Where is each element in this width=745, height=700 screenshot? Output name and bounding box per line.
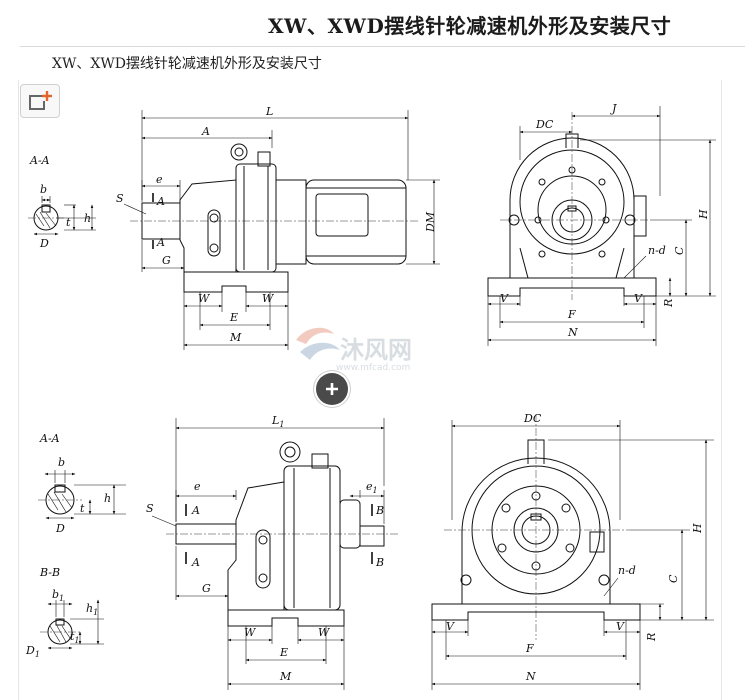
dim-H-bottom: H <box>691 523 704 534</box>
dim-e1: e1 <box>366 480 378 495</box>
dim-b: b <box>40 183 47 196</box>
bottom-side-view: A-A b t h D B-B b1 h1 t1 D1 S <box>25 414 400 690</box>
dim-DC-bottom: DC <box>523 412 542 425</box>
dim-F-bottom: F <box>525 642 534 655</box>
dim-S: S <box>116 192 124 205</box>
dim-H-top: H <box>697 209 710 220</box>
dim-M: M <box>229 331 242 344</box>
zoom-in-button[interactable] <box>316 373 348 405</box>
dim-C-bottom: C <box>667 574 680 583</box>
lifting-eye <box>230 143 248 161</box>
dim-h: h <box>84 212 91 225</box>
dim-t1: t1 <box>70 630 80 645</box>
dim-L: L <box>265 105 273 118</box>
dim-W-right: W <box>262 292 275 305</box>
reducer-main-housing <box>235 163 277 273</box>
front-housing-bottom <box>461 457 611 605</box>
motor-body <box>305 179 407 265</box>
dim-L1: L1 <box>271 414 284 429</box>
dim-nd-top: n-d <box>648 244 666 257</box>
watermark-name: 沐风网 <box>340 336 412 364</box>
dim-W-left-bottom: W <box>244 626 257 639</box>
dim-C-top: C <box>673 246 686 255</box>
dim-G: G <box>162 254 171 267</box>
page-title: XW、XWD摆线针轮减速机外形及安装尺寸 <box>268 14 672 38</box>
dim-D-a: D <box>55 522 65 535</box>
dim-DM: DM <box>424 211 437 233</box>
dim-e-bottom: e <box>194 480 201 493</box>
dim-M-bottom: M <box>279 670 292 683</box>
dim-V-right-bottom: V <box>616 620 625 633</box>
lifting-eye-bottom <box>279 441 301 463</box>
top-front-view: DC J H C n-d R V V F N <box>487 102 716 346</box>
dim-b1: b1 <box>52 588 64 603</box>
dim-t-a: t <box>80 502 85 515</box>
dim-W-right-bottom: W <box>318 626 331 639</box>
side-oil-mark <box>207 209 221 257</box>
output-shaft-bottom <box>359 525 385 547</box>
keyway <box>41 204 51 213</box>
section-mark-a-top: A <box>156 195 165 208</box>
section-label-a: A-A <box>39 432 60 445</box>
dim-V-left-bottom: V <box>446 620 455 633</box>
base-plate-bottom <box>227 609 345 627</box>
base-plate <box>183 271 289 293</box>
section-mark-b-top: B <box>375 504 384 517</box>
bottom-front-view: DC H C n-d R V V F N <box>431 412 714 690</box>
dim-D1: D1 <box>25 644 40 659</box>
dim-E: E <box>229 311 238 324</box>
dim-D: D <box>39 237 49 250</box>
watermark: 沐风网 www.mfcad.com <box>296 327 412 373</box>
dim-e: e <box>156 173 163 186</box>
front-base-bottom <box>431 603 641 621</box>
dim-F-top: F <box>567 308 576 321</box>
dim-DC-top: DC <box>535 118 554 131</box>
dim-J: J <box>610 102 617 115</box>
front-housing <box>509 137 635 279</box>
page-header: XW、XWD摆线针轮减速机外形及安装尺寸 <box>0 0 745 48</box>
zoom-plus-icon <box>326 383 338 395</box>
section-mark-b-bottom: B <box>375 556 384 569</box>
dim-t: t <box>66 216 71 229</box>
dim-h1: h1 <box>86 602 98 617</box>
top-side-view: A-A b t h D S A A e <box>28 105 440 350</box>
watermark-url: www.mfcad.com <box>336 363 410 373</box>
front-base <box>487 277 657 297</box>
section-mark-a-bottom: A <box>156 236 165 249</box>
dim-E-bottom: E <box>279 646 288 659</box>
dim-A: A <box>201 125 210 138</box>
dim-h-a: h <box>104 492 111 505</box>
section-mark-a-bottom-bottom: A <box>191 556 200 569</box>
reducer-main-housing-bottom <box>283 465 341 611</box>
dim-V-right-top: V <box>634 292 643 305</box>
image-caption: XW、XWD摆线针轮减速机外形及安装尺寸 <box>52 56 322 72</box>
add-to-collection-icon <box>29 91 52 110</box>
terminal-box <box>315 193 369 237</box>
header-divider <box>20 46 745 47</box>
dim-R-top: R <box>662 299 675 308</box>
section-label: A-A <box>29 154 50 167</box>
section-mark-a-top-bottom: A <box>191 504 200 517</box>
dim-nd-bottom: n-d <box>618 564 636 577</box>
dim-G-bottom: G <box>202 582 211 595</box>
add-to-collection-button[interactable] <box>20 84 60 118</box>
dim-N-bottom: N <box>525 670 536 683</box>
dim-W-left: W <box>198 292 211 305</box>
dim-N-top: N <box>567 326 578 339</box>
motor-flange <box>275 179 307 265</box>
dim-b-a: b <box>58 456 65 469</box>
dim-S-bottom: S <box>146 502 154 515</box>
section-label-b: B-B <box>39 566 60 579</box>
dim-R-bottom: R <box>645 633 658 642</box>
dim-V-left-top: V <box>500 292 509 305</box>
